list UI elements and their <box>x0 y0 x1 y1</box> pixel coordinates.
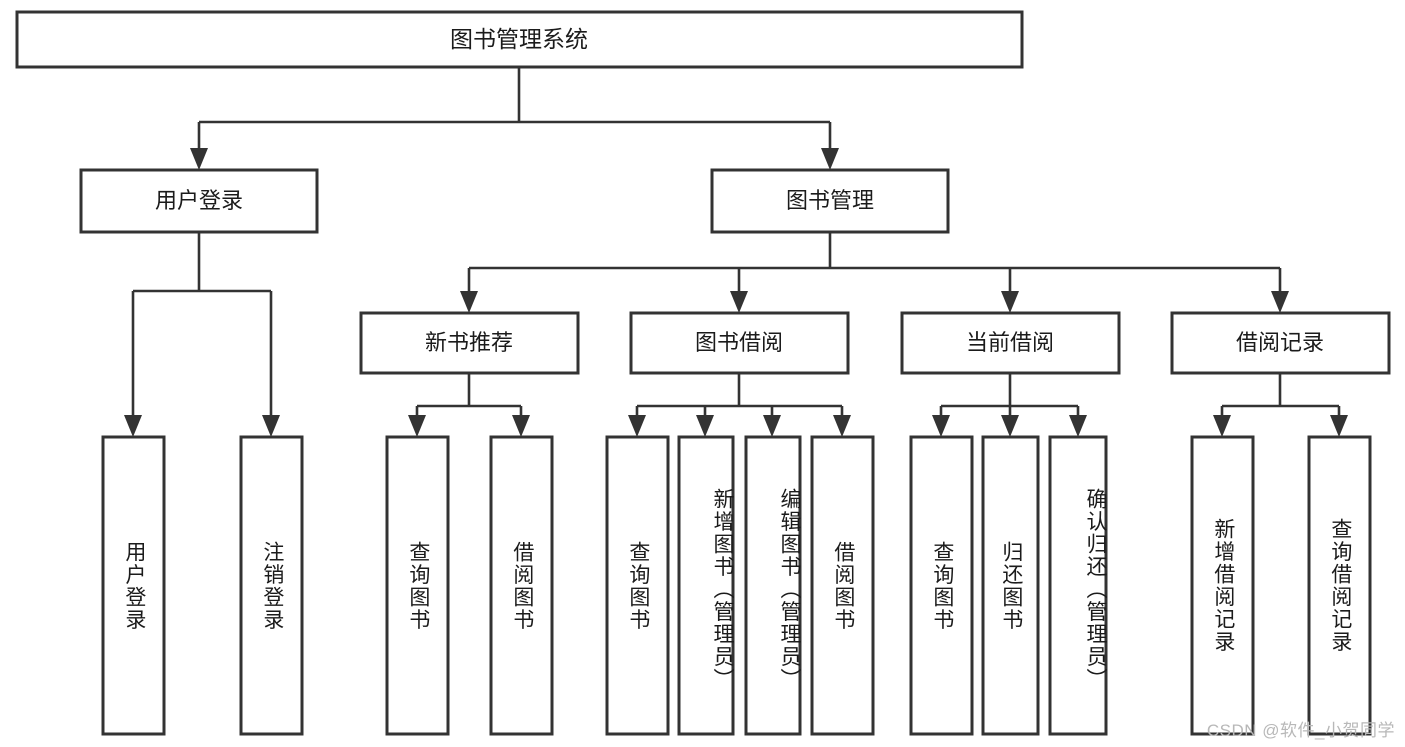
arrowhead-leaf-query-book-2 <box>628 415 646 437</box>
arrowhead-leaf-edit-book <box>763 415 781 437</box>
arrowhead-leaf-logout <box>262 415 280 437</box>
node-user-login-box[interactable] <box>79 168 319 234</box>
node-root-box[interactable] <box>15 10 1024 69</box>
arrowhead-leaf-user-login <box>124 415 142 437</box>
node-leaf-query-book-2-box[interactable] <box>605 435 670 736</box>
arrowhead-leaf-confirm-return <box>1069 415 1087 437</box>
node-book-management-label: 图书管理 <box>786 188 874 213</box>
node-leaf-return-book-box[interactable] <box>981 435 1040 736</box>
leaf-boxes <box>101 435 1372 736</box>
node-user-login[interactable]: 用户登录 <box>79 168 319 234</box>
node-leaf-query-record-box[interactable] <box>1307 435 1372 736</box>
node-new-book-recommend[interactable]: 新书推荐 <box>359 311 580 375</box>
node-leaf-edit-book-box[interactable] <box>744 435 802 736</box>
node-root[interactable]: 图书管理系统 <box>15 10 1024 69</box>
arrowhead-borrow-record <box>1271 291 1289 313</box>
node-leaf-add-book-box[interactable] <box>677 435 735 736</box>
node-current-borrow-label: 当前借阅 <box>966 330 1054 355</box>
node-book-borrow[interactable]: 图书借阅 <box>629 311 850 375</box>
node-book-management[interactable]: 图书管理 <box>710 168 950 234</box>
arrowhead-leaf-query-book-1 <box>408 415 426 437</box>
node-leaf-user-login-box[interactable] <box>101 435 166 736</box>
arrowhead-leaf-query-record <box>1330 415 1348 437</box>
watermark-text: CSDN @软件_小贺同学 <box>1206 721 1395 740</box>
arrowhead-leaf-add-record <box>1213 415 1231 437</box>
arrowhead-leaf-return-book <box>1001 415 1019 437</box>
node-leaf-add-record-box[interactable] <box>1190 435 1255 736</box>
connector-group <box>124 67 1348 437</box>
node-leaf-borrow-book-2-box[interactable] <box>810 435 875 736</box>
node-book-management-box[interactable] <box>710 168 950 234</box>
arrowhead-leaf-add-book <box>696 415 714 437</box>
node-borrow-record-box[interactable] <box>1170 311 1391 375</box>
node-user-login-label: 用户登录 <box>155 188 243 213</box>
node-leaf-confirm-return-box[interactable] <box>1048 435 1108 736</box>
node-leaf-query-book-3-box[interactable] <box>909 435 974 736</box>
node-book-borrow-box[interactable] <box>629 311 850 375</box>
node-leaf-query-book-1-box[interactable] <box>385 435 450 736</box>
arrowhead-book-management <box>821 148 839 170</box>
node-book-borrow-label: 图书借阅 <box>695 330 783 355</box>
arrowhead-new-book-recommend <box>460 291 478 313</box>
arrowhead-leaf-query-book-3 <box>932 415 950 437</box>
arrowhead-leaf-borrow-book-2 <box>833 415 851 437</box>
arrowhead-book-borrow <box>730 291 748 313</box>
node-new-book-recommend-box[interactable] <box>359 311 580 375</box>
node-current-borrow[interactable]: 当前借阅 <box>900 311 1121 375</box>
node-current-borrow-box[interactable] <box>900 311 1121 375</box>
arrowhead-current-borrow <box>1001 291 1019 313</box>
node-borrow-record[interactable]: 借阅记录 <box>1170 311 1391 375</box>
arrowhead-user-login <box>190 148 208 170</box>
node-borrow-record-label: 借阅记录 <box>1236 330 1324 355</box>
node-new-book-recommend-label: 新书推荐 <box>425 330 513 355</box>
node-root-label: 图书管理系统 <box>450 26 588 52</box>
node-leaf-borrow-book-1-box[interactable] <box>489 435 554 736</box>
node-leaf-logout-box[interactable] <box>239 435 304 736</box>
arrowhead-leaf-borrow-book-1 <box>512 415 530 437</box>
